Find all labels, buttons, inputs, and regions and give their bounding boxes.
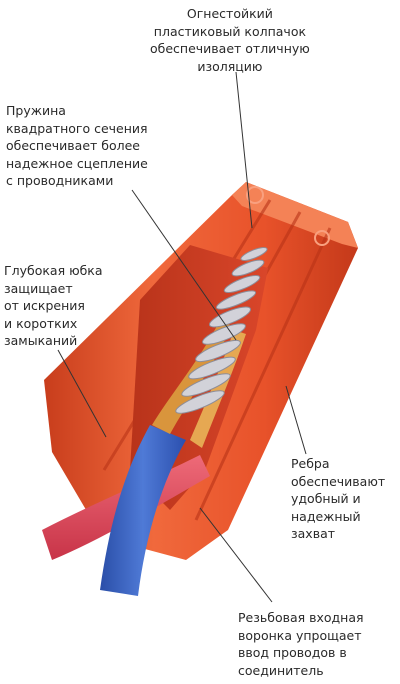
leader-skirt [57, 349, 107, 438]
label-line: пластиковый колпачок [153, 23, 307, 39]
label-line: Пружина [6, 103, 66, 118]
label-line: Огнестойкий [186, 6, 273, 21]
label-line: удобный и [291, 491, 361, 506]
csa-logo-icon [246, 186, 264, 204]
spring-coil [175, 247, 268, 414]
label-line: от искрения [4, 298, 85, 313]
label-line: изоляцию [197, 58, 263, 74]
label-fireproof-cap: Огнестойкий пластиковый колпачок обеспеч… [150, 5, 310, 75]
label-line: ввод проводов в [238, 645, 347, 660]
leader-spring [131, 189, 237, 341]
label-line: воронка упрощает [238, 627, 362, 643]
label-line: надежное сцепление [6, 155, 148, 171]
label-line: и коротких [4, 315, 78, 331]
label-line: обеспечивает отличную [150, 41, 310, 56]
leader-ribs [285, 385, 307, 455]
label-line: Глубокая юбка [4, 263, 103, 278]
label-line: соединитель [238, 662, 324, 678]
label-line: захват [291, 526, 336, 541]
label-ribs-grip: Ребра обеспечивают удобный и надежный за… [291, 455, 385, 543]
label-line: квадратного сечения [6, 120, 148, 136]
label-line: надежный [291, 508, 361, 524]
label-line: Резьбовая входная [238, 610, 364, 625]
leader-funnel [199, 507, 273, 603]
label-line: защищает [4, 280, 73, 296]
ul-logo-icon [314, 230, 330, 246]
label-line: обеспечивает более [6, 138, 140, 153]
leader-lines [57, 71, 307, 603]
label-line: Ребра [291, 456, 330, 471]
label-square-spring: Пружина квадратного сечения обеспечивает… [6, 102, 148, 190]
blue-wire [100, 425, 186, 596]
label-line: замыканий [4, 333, 78, 348]
label-deep-skirt: Глубокая юбка защищает от искрения и кор… [4, 262, 103, 350]
label-line: с проводниками [6, 173, 114, 188]
label-threaded-funnel: Резьбовая входная воронка упрощает ввод … [238, 609, 364, 679]
label-line: обеспечивают [291, 473, 386, 489]
leader-cap [235, 71, 253, 229]
